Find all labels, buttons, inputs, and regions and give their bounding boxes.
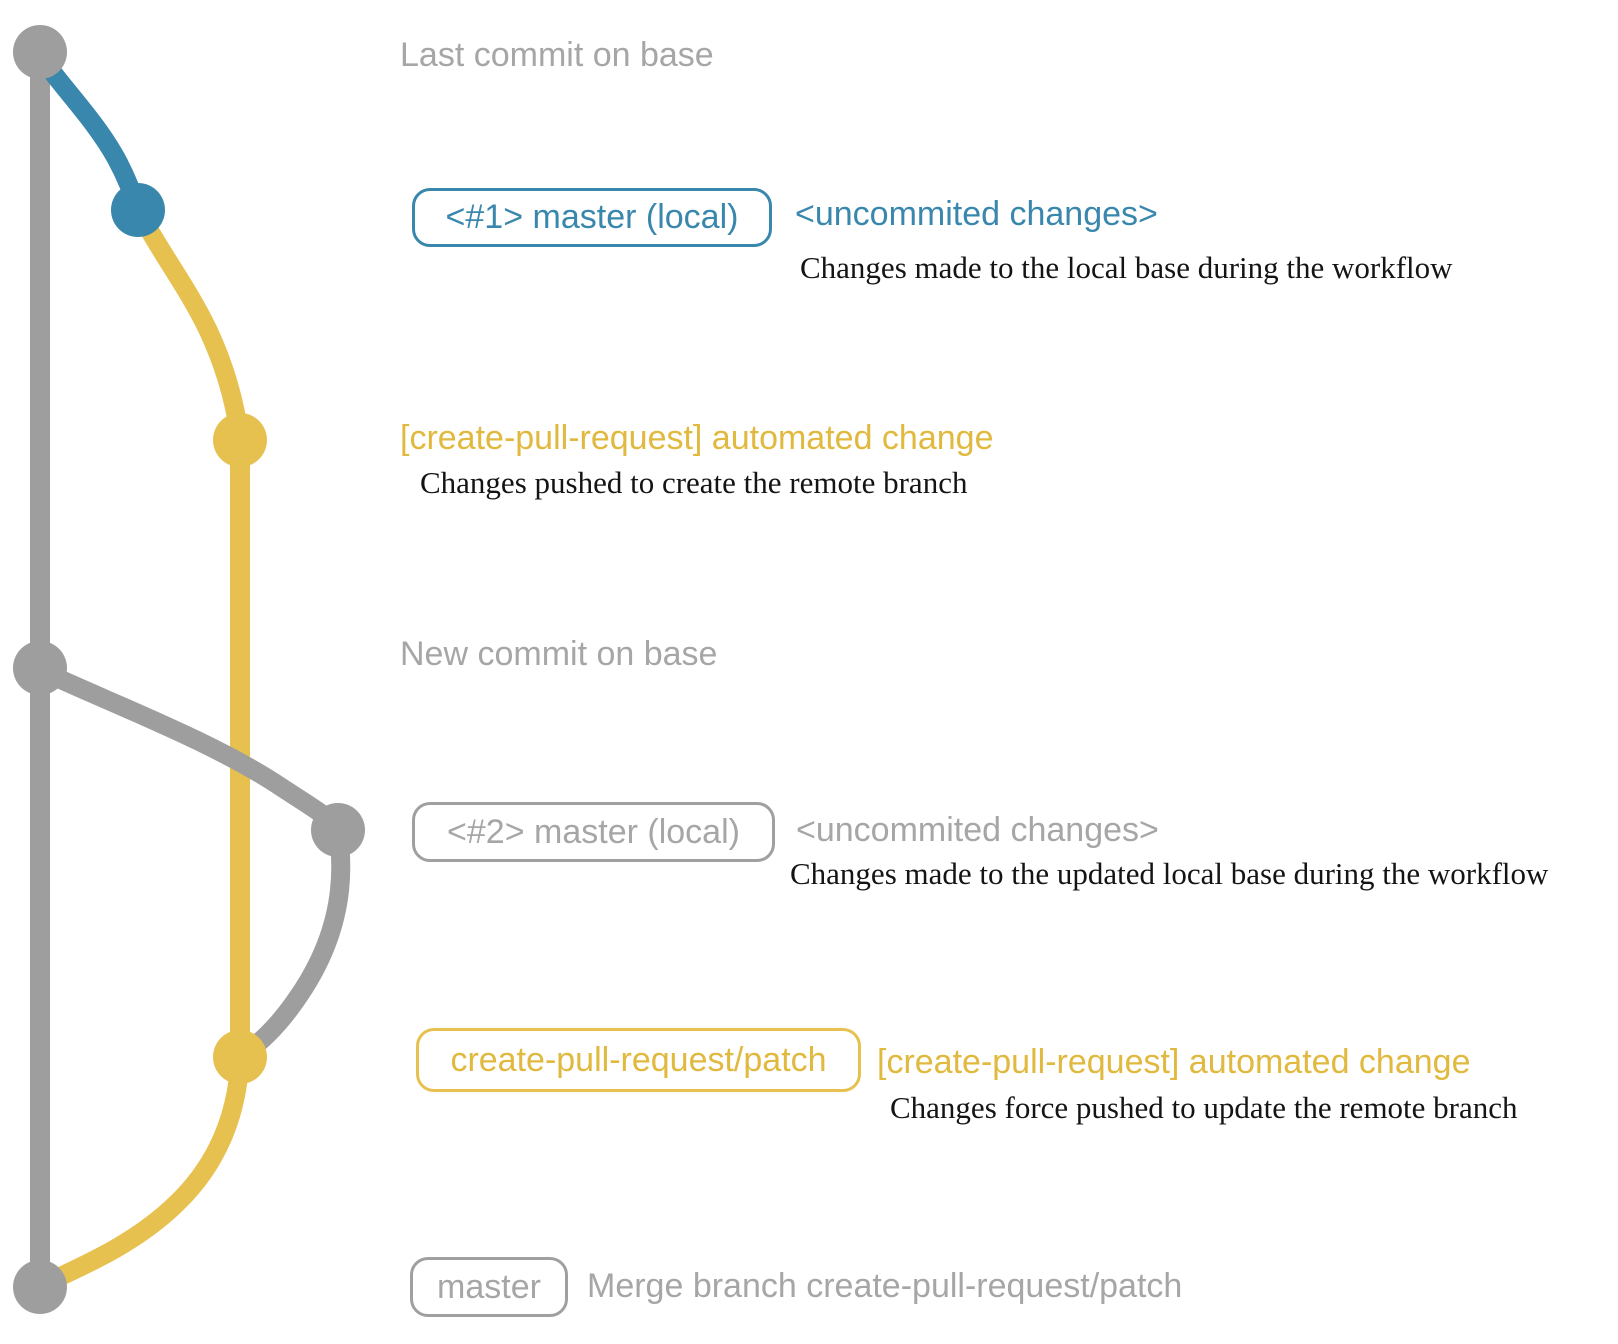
commit2-description: Changes made to the updated local base d… [790, 856, 1549, 891]
branch-badge-label: <#1> master (local) [445, 198, 739, 236]
patch2-message: [create-pull-request] automated change [877, 1043, 1471, 1081]
branch-badge-master: master [410, 1257, 568, 1317]
commit-node-local-2 [311, 803, 365, 857]
new-commit-label: New commit on base [400, 635, 718, 673]
local-to-patch-curve-2 [232, 822, 351, 1066]
merge-message: Merge branch create-pull-request/patch [587, 1267, 1183, 1305]
branch-badge-master-local-1: <#1> master (local) [412, 188, 772, 247]
commit1-description: Changes made to the local base during th… [800, 250, 1453, 285]
patch-branch-curve-1 [128, 200, 250, 450]
local-branch-curve-1 [30, 46, 148, 220]
branch-badge-master-local-2: <#2> master (local) [412, 802, 775, 862]
commit-node-local-1 [111, 183, 165, 237]
patch2-description: Changes force pushed to update the remot… [890, 1090, 1518, 1125]
patch-merge-curve [32, 1047, 250, 1295]
last-commit-label: Last commit on base [400, 36, 714, 74]
commit-node-merge [13, 1260, 67, 1314]
patch1-message: [create-pull-request] automated change [400, 419, 994, 457]
commit1-message: <uncommited changes> [795, 195, 1158, 233]
patch1-description: Changes pushed to create the remote bran… [420, 465, 968, 500]
commit-node-patch-1 [213, 413, 267, 467]
branch-badge-label: master [437, 1267, 541, 1306]
branch-badge-label: <#2> master (local) [447, 812, 740, 851]
commit2-message: <uncommited changes> [796, 811, 1159, 849]
branch-badge-patch: create-pull-request/patch [416, 1028, 861, 1092]
commit-node-patch-2 [213, 1030, 267, 1084]
base-to-local-curve-2 [30, 660, 348, 840]
commit-node-base-last [13, 25, 67, 79]
branch-badge-label: create-pull-request/patch [450, 1040, 827, 1079]
commit-node-base-new [13, 641, 67, 695]
